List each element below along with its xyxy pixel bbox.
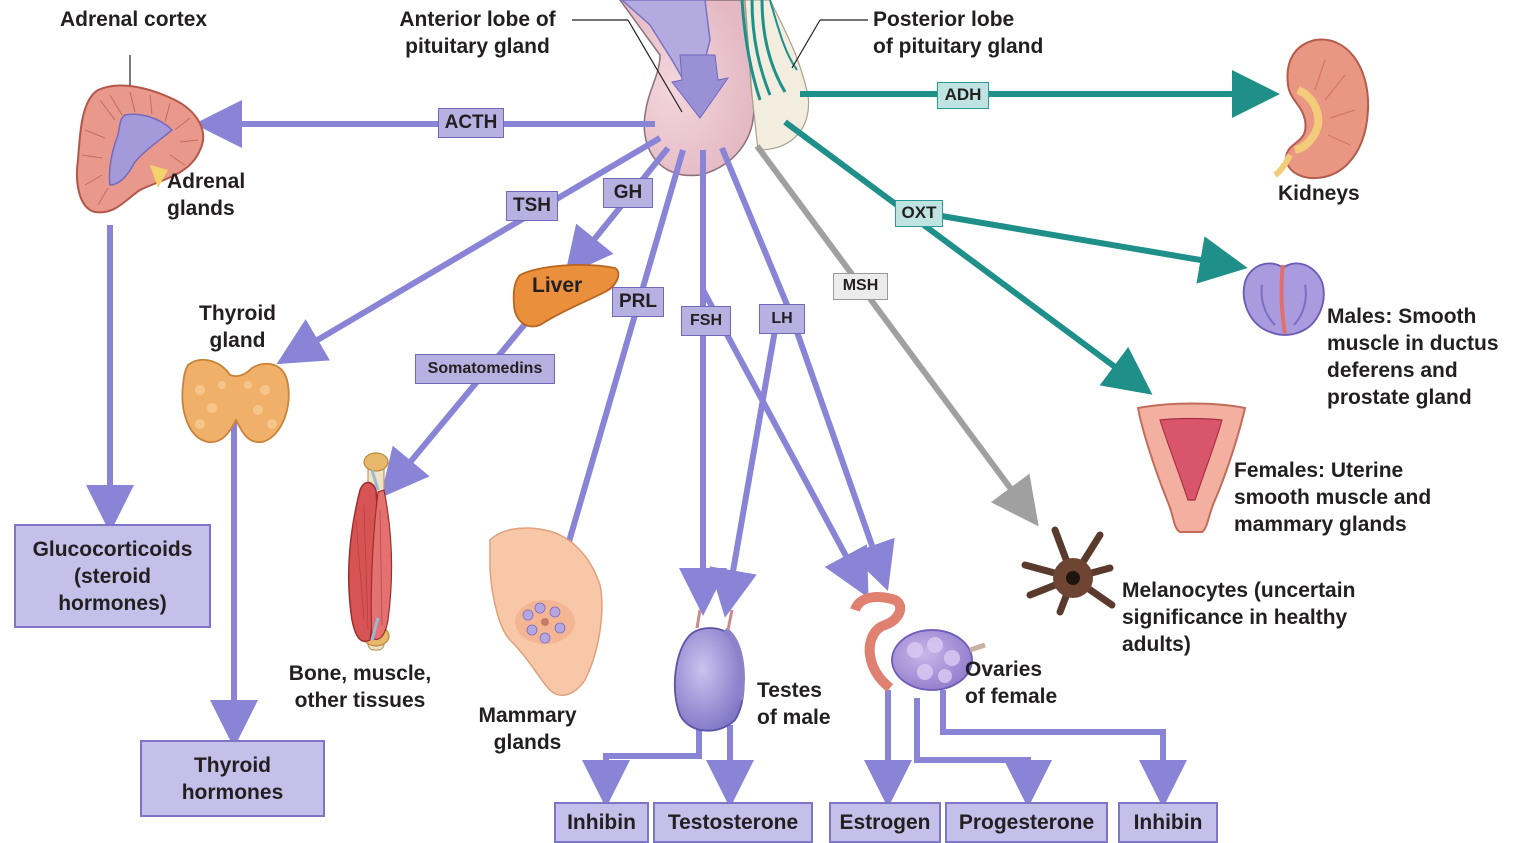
inhibin-female-box: Inhibin [1118,802,1218,843]
mammary-gland-illustration [490,528,602,695]
prl-tag: PRL [612,287,664,317]
melanocytes-label: Melanocytes (uncertain significance in h… [1122,577,1355,658]
uterus-illustration [1138,404,1245,533]
progesterone-box: Progesterone [945,802,1108,843]
estrogen-box: Estrogen [829,802,941,843]
kidney-illustration [1275,39,1368,178]
mammary-glands-label: Mammary glands [465,702,590,756]
tsh-arrow [292,138,660,355]
females-target-label: Females: Uterine smooth muscle and mamma… [1234,457,1431,538]
oxt-tag: OXT [895,200,943,227]
anterior-lobe-label: Anterior lobe of pituitary gland [385,6,570,60]
inhibin-male-box: Inhibin [554,802,649,843]
progesterone-arrow [917,698,1028,790]
lh-testes-arrow [728,330,775,600]
posterior-lobe-label: Posterior lobe of pituitary gland [873,6,1043,60]
testes-inhibin-arrow [606,725,699,790]
testes-illustration [675,610,744,731]
testosterone-box: Testosterone [653,802,813,843]
melanocyte-illustration [1025,530,1112,612]
fsh-tag: FSH [681,306,731,336]
adh-tag: ADH [937,82,989,109]
adrenal-cortex-label: Adrenal cortex [60,6,207,33]
pituitary-gland [620,0,809,176]
somatomedins-tag: Somatomedins [415,354,555,384]
testes-label: Testes of male [757,677,831,731]
tsh-tag: TSH [506,191,558,221]
thyroid-hormones-box: Thyroid hormones [140,740,325,817]
somatomedins-arrow [392,318,530,484]
prostate-illustration [1244,263,1324,335]
acth-tag: ACTH [438,108,504,138]
adrenal-glands-label: Adrenal glands [167,168,245,222]
thyroid-gland-label: Thyroid gland [185,300,290,354]
liver-label: Liver [532,272,582,299]
msh-tag: MSH [833,273,888,300]
posterior-pathways [785,94,1262,384]
bone-muscle-illustration [349,453,392,650]
males-target-label: Males: Smooth muscle in ductus deferens … [1327,303,1499,411]
glucocorticoids-box: Glucocorticoids (steroid hormones) [14,524,211,628]
gh-tag: GH [603,178,653,208]
bone-muscle-label: Bone, muscle, other tissues [275,660,445,714]
ovaries-label: Ovaries of female [965,656,1057,710]
kidneys-label: Kidneys [1278,180,1360,207]
lh-tag: LH [759,304,805,334]
prl-arrow [552,150,683,600]
